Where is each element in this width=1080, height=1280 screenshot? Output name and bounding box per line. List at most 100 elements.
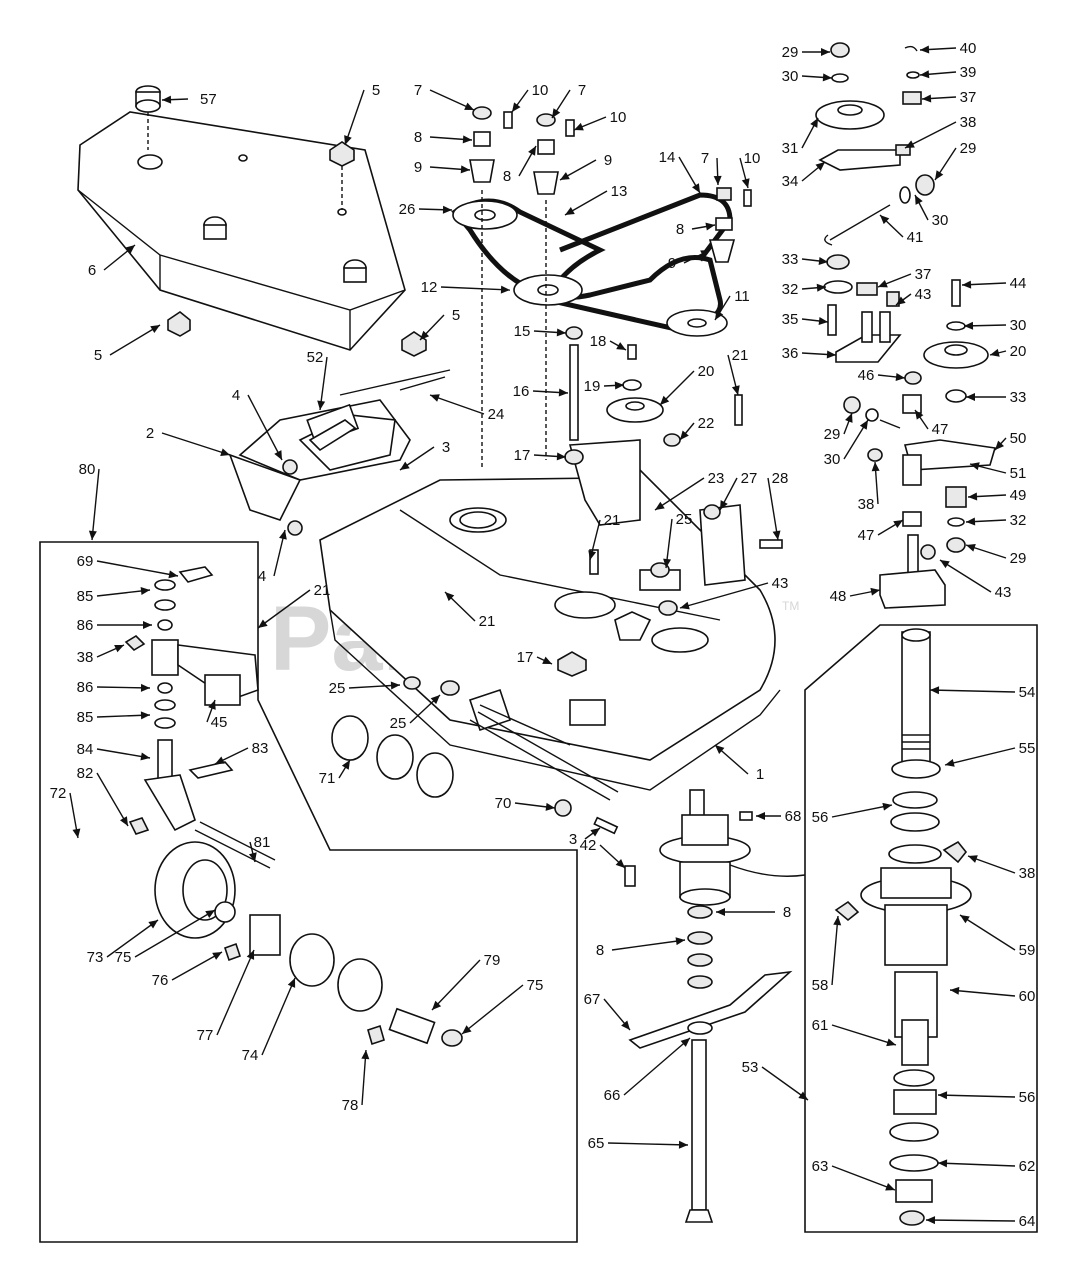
callout-9b: 9 [559, 152, 612, 181]
deck-pins [469, 711, 619, 835]
part-number-label: 17 [517, 649, 534, 666]
part-number-label: 73 [87, 949, 104, 966]
arrowhead-59 [960, 915, 970, 924]
callout-37b: 37 [877, 266, 932, 288]
arrowhead-25a [663, 558, 672, 568]
arrowhead-80 [88, 530, 97, 540]
part-number-label: 7 [414, 82, 422, 99]
leader-line-69 [96, 560, 179, 577]
arrowhead-29c [845, 413, 853, 423]
leader-line-4a [247, 394, 283, 461]
callout-9c: 9 [668, 249, 711, 272]
arrowhead-21a [731, 385, 740, 395]
arrowhead-5a [344, 135, 352, 145]
part-number-label: 56 [812, 809, 829, 826]
leader-line-65 [607, 1142, 689, 1146]
callout-30a: 30 [782, 68, 833, 85]
callout-4b: 4 [258, 529, 287, 585]
arrowhead-34 [815, 162, 825, 171]
arrowhead-28 [772, 530, 781, 540]
pulley-hardware-stacks [469, 106, 752, 470]
callout-14: 14 [659, 149, 701, 194]
callout-70: 70 [495, 795, 556, 812]
callout-12: 12 [421, 279, 511, 296]
part-number-label: 32 [1010, 512, 1027, 529]
callout-66: 66 [604, 1037, 691, 1104]
part-number-label: 29 [960, 140, 977, 157]
arrowhead-71 [341, 760, 350, 770]
arrowhead-45 [208, 700, 216, 710]
part-number-label: 30 [782, 68, 799, 85]
callout-38b: 38 [858, 461, 880, 513]
leader-line-5b [109, 324, 161, 356]
arrowhead-77 [246, 950, 255, 960]
arrowhead-53 [798, 1091, 808, 1100]
callout-10c: 10 [739, 150, 760, 189]
part-number-label: 43 [772, 575, 789, 592]
arrowhead-83 [215, 756, 225, 764]
callout-17a: 17 [514, 447, 567, 464]
part-number-label: 55 [1019, 740, 1036, 757]
part-number-label: 46 [858, 367, 875, 384]
part-number-label: 7 [578, 82, 586, 99]
leader-line-79 [431, 959, 481, 1011]
part-number-label: 30 [1010, 317, 1027, 334]
part-number-label: 37 [960, 89, 977, 106]
arrowhead-44 [962, 280, 972, 289]
callout-4a: 4 [232, 387, 283, 461]
arrowhead-51 [970, 462, 980, 471]
leader-line-43b [939, 559, 992, 593]
callout-47b: 47 [858, 519, 904, 544]
callout-8e: 8 [596, 937, 686, 959]
callout-47a: 47 [914, 409, 948, 438]
part-number-label: 75 [115, 949, 132, 966]
part-number-label: 10 [610, 109, 627, 126]
part-number-label: 19 [584, 378, 601, 395]
part-number-label: 38 [77, 649, 94, 666]
part-number-label: 23 [708, 470, 725, 487]
part-number-label: 67 [584, 991, 601, 1008]
callout-51: 51 [969, 462, 1026, 482]
arrowhead-30d [859, 420, 868, 430]
callout-30d: 30 [824, 419, 869, 468]
leader-line-74 [261, 977, 296, 1056]
callout-79: 79 [431, 952, 501, 1011]
arrowhead-8b [528, 146, 536, 156]
callout-8c: 8 [676, 221, 716, 238]
arrowhead-29b [935, 170, 944, 180]
part-number-label: 79 [484, 952, 501, 969]
part-number-label: 3 [569, 831, 577, 848]
callout-69: 69 [77, 553, 179, 579]
part-number-label: 17 [514, 447, 531, 464]
part-number-label: 21 [314, 582, 331, 599]
callout-6: 6 [88, 244, 136, 279]
part-number-label: 85 [77, 588, 94, 605]
callout-43b: 43 [939, 559, 1011, 601]
belt-assembly [451, 192, 733, 337]
part-number-label: 5 [94, 347, 102, 364]
part-number-label: 30 [932, 212, 949, 229]
leader-line-77 [216, 949, 255, 1036]
leader-line-53 [761, 1066, 809, 1101]
part-number-label: 76 [152, 972, 169, 989]
arrowhead-2 [220, 448, 230, 457]
spindle-detail [834, 628, 972, 1226]
callout-58: 58 [812, 915, 842, 994]
callout-5a: 5 [344, 82, 380, 146]
callout-16: 16 [513, 383, 569, 400]
arrowhead-60 [950, 986, 960, 995]
arrowhead-57 [162, 95, 172, 104]
callout-3a: 3 [399, 439, 450, 471]
part-number-label: 35 [782, 311, 799, 328]
part-number-label: 37 [915, 266, 932, 283]
callout-5c: 5 [419, 307, 460, 341]
part-number-label: 52 [307, 349, 324, 366]
arrowhead-29a [821, 48, 830, 56]
leader-line-24 [429, 394, 485, 415]
part-number-label: 80 [79, 461, 96, 478]
part-number-label: 8 [596, 942, 604, 959]
callout-7a: 7 [414, 82, 475, 111]
callout-57: 57 [161, 91, 217, 108]
arrowhead-32a [816, 283, 826, 292]
arrowhead-30c [964, 321, 974, 330]
